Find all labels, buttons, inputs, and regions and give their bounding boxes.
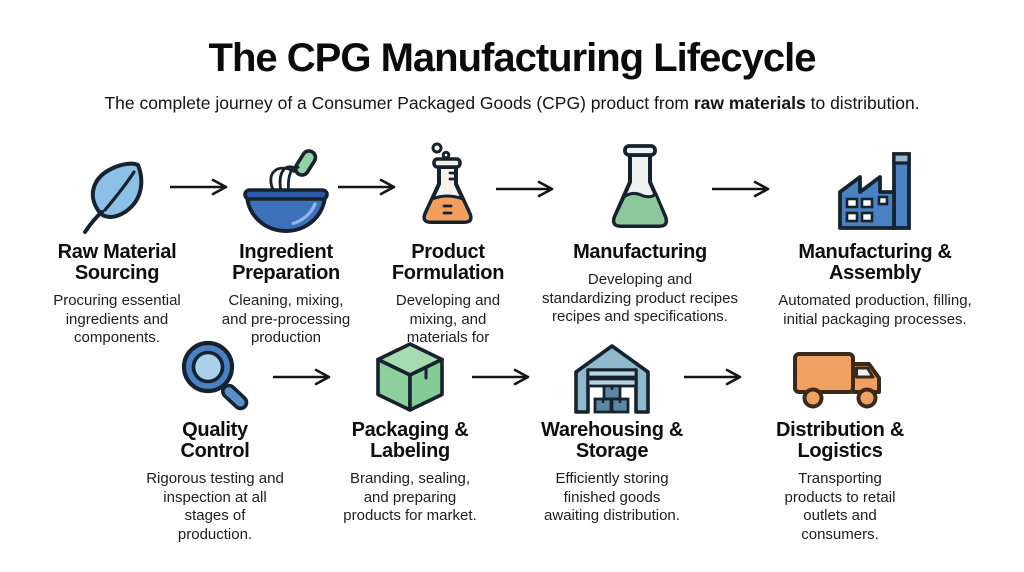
step-description: Automated production, filling, initial p…	[778, 292, 972, 328]
step-product-formulation: Product Formulation Developing and mixin…	[318, 142, 578, 348]
subtitle-bold: raw materials	[693, 93, 806, 113]
flask-green-icon	[510, 144, 770, 236]
package-box-icon	[280, 338, 540, 414]
step-packaging-labeling: Packaging & Labeling Branding, sealing, …	[280, 338, 540, 526]
magnifier-icon	[85, 338, 345, 414]
step-title: Manufacturing	[573, 241, 707, 263]
flow-arrow-icon	[338, 178, 396, 196]
step-warehousing-storage: Warehousing & Storage Efficiently storin…	[482, 338, 742, 526]
flow-arrow-icon	[273, 368, 331, 386]
step-manufacturing-assembly: Manufacturing & Assembly Automated produ…	[745, 146, 1005, 329]
step-description: Developing and standardizing product rec…	[542, 271, 738, 325]
flow-arrow-icon	[496, 180, 554, 198]
factory-icon	[745, 146, 1005, 236]
truck-icon	[710, 338, 970, 414]
step-description: Cleaning, mixing, and pre-processing pro…	[221, 292, 351, 346]
step-description: Efficiently storing finished goods await…	[544, 470, 680, 524]
step-description: Procuring essential ingredients and comp…	[53, 292, 181, 346]
flow-arrow-icon	[684, 368, 742, 386]
step-title: Distribution & Logistics	[775, 419, 904, 462]
step-title: Raw Material Sourcing	[57, 241, 177, 284]
flow-arrow-icon	[472, 368, 530, 386]
step-title: Ingredient Preparation	[232, 241, 340, 284]
step-description: Transporting products to retail outlets …	[784, 470, 896, 543]
step-description: Rigorous testing and inspection at all s…	[146, 470, 284, 543]
whisk-bowl-icon	[156, 146, 416, 236]
step-quality-control: Quality Control Rigorous testing and ins…	[85, 338, 345, 544]
flow-arrow-icon	[170, 178, 228, 196]
step-title: Quality Control	[180, 419, 250, 462]
warehouse-icon	[482, 338, 742, 414]
subtitle-suffix: to distribution.	[805, 93, 920, 113]
step-title: Warehousing & Storage	[540, 419, 684, 462]
subtitle-prefix: The complete journey of a Consumer Packa…	[104, 93, 694, 113]
step-raw-material-sourcing: Raw Material Sourcing Procuring essentia…	[0, 146, 247, 348]
step-manufacturing: Manufacturing Developing and standardizi…	[510, 144, 770, 327]
step-title: Packaging & Labeling	[351, 419, 469, 462]
flow-arrow-icon	[712, 180, 770, 198]
step-title: Manufacturing & Assembly	[798, 241, 952, 284]
step-title: Product Formulation	[391, 241, 505, 284]
step-description: Developing and mixing, and materials for	[395, 292, 501, 346]
step-distribution-logistics: Distribution & Logistics Transporting pr…	[710, 338, 970, 544]
page-title: The CPG Manufacturing Lifecycle	[208, 36, 817, 80]
step-ingredient-preparation: Ingredient Preparation Cleaning, mixing,…	[156, 146, 416, 348]
step-description: Branding, sealing, and preparing product…	[343, 470, 477, 524]
leaf-icon	[0, 146, 247, 236]
flask-orange-icon	[318, 142, 578, 236]
page-subtitle: The complete journey of a Consumer Packa…	[0, 93, 1024, 114]
